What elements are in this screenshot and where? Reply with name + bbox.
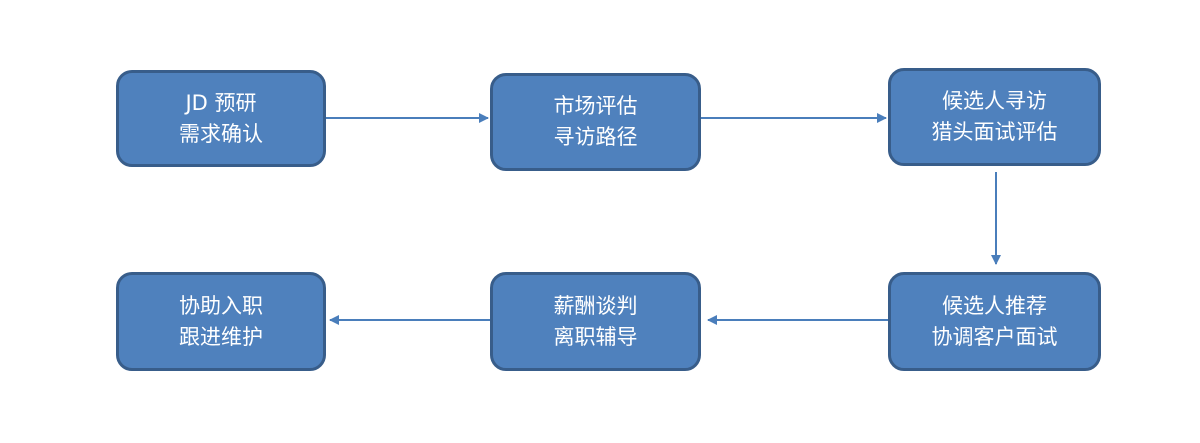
step-line2: 跟进维护	[179, 324, 263, 349]
step-candidate-recommend: 候选人推荐协调客户面试	[888, 272, 1101, 371]
step-onboarding: 协助入职跟进维护	[116, 272, 326, 371]
step-line1: 薪酬谈判	[553, 293, 638, 318]
step-line2: 需求确认	[179, 121, 263, 146]
step-line1: 协助入职	[179, 293, 263, 318]
step-line2: 寻访路径	[553, 125, 638, 149]
step-line2: 猎头面试评估	[931, 120, 1058, 144]
step-line1: 候选人寻访	[942, 89, 1047, 113]
step-line1: 候选人推荐	[942, 293, 1047, 318]
step-line1: JD 预研	[185, 90, 257, 115]
step-candidate-search: 候选人寻访猎头面试评估	[888, 68, 1101, 166]
step-jd-research: JD 预研需求确认	[116, 70, 326, 167]
step-salary-negotiation: 薪酬谈判离职辅导	[490, 272, 701, 371]
step-line1: 市场评估	[553, 94, 638, 118]
step-line2: 协调客户面试	[931, 324, 1058, 349]
step-market-assessment: 市场评估寻访路径	[490, 73, 701, 171]
step-line2: 离职辅导	[553, 324, 638, 349]
